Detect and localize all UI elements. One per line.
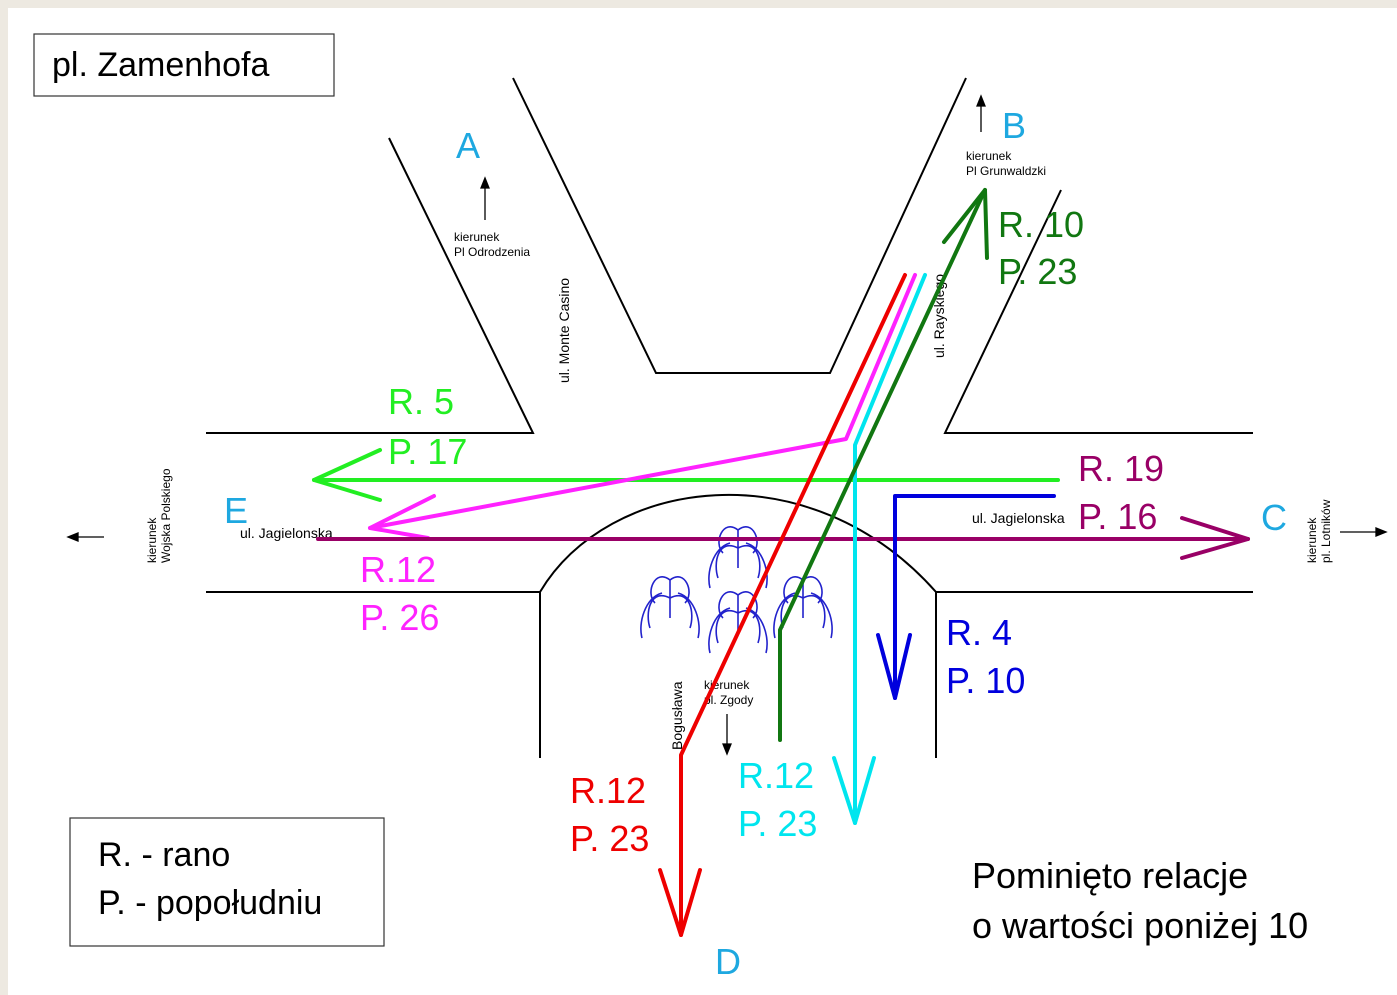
direction-arrows [66,94,1388,756]
flow-label-d-b-p: P. 23 [998,251,1077,292]
flow-label-b-d-red-r: R.12 [570,770,646,811]
legend-box: R. - rano P. - popołudniu [69,817,385,947]
street-boguslawa: Bogusława [669,681,685,750]
note-line-1: Pominięto relacje [972,855,1248,896]
caption-e-target: Wojska Polskiego [159,468,173,563]
tree [708,526,768,589]
flow-label-c-d-p: P. 10 [946,660,1025,701]
caption-e-kierunek: kierunek [145,517,159,563]
caption-b-target: Pl Grunwaldzki [966,164,1046,178]
road-outlines [206,77,1253,758]
flow-arrow-b-e [368,273,917,540]
tree [708,591,768,654]
flow-label-c-e-r: R. 5 [388,381,454,422]
road-edge-north [512,77,967,374]
arrow-west-e-head [66,532,79,542]
flow-label-e-c-p: P. 16 [1078,496,1157,537]
diagram-title: pl. Zamenhofa [52,46,269,84]
note-line-2: o wartości poniżej 10 [972,905,1308,946]
flow-label-b-e-r: R.12 [360,549,436,590]
caption-c-target: pl. Lotników [1319,499,1333,563]
legend-r: R. - rano [98,836,230,874]
flow-label-b-d-cyan-r: R.12 [738,755,814,796]
flow-labels: R. 5 P. 17 R.12 P. 26 R. 19 P. 16 R. 4 P… [360,204,1164,859]
flow-label-c-d-r: R. 4 [946,612,1012,653]
street-names: ul. Monte Casino ul. Rayskiego ul. Jagie… [240,274,1065,750]
flow-arrow-d-b [778,188,989,742]
street-jagielonska-west: ul. Jagielonska [240,525,333,541]
title-box: pl. Zamenhofa [33,33,335,97]
flow-arrow-b-d-red [658,273,907,937]
street-monte-casino: ul. Monte Casino [556,278,572,383]
direction-letters: A B C D E [224,105,1287,982]
flow-arrows [312,188,1250,937]
arrow-north-a-head [480,176,490,189]
tree [773,576,833,639]
intersection-diagram: pl. Zamenhofa A B C D E [8,8,1397,995]
flow-arrow-c-d [876,494,1056,700]
flow-label-d-b-r: R. 10 [998,204,1084,245]
flow-label-b-d-red-p: P. 23 [570,818,649,859]
road-island-arc [539,493,937,593]
flow-arrow-c-e [312,448,1060,502]
road-edge-nw [206,137,535,434]
direction-captions: kierunek Pl Odrodzenia kierunek Pl Grunw… [145,149,1333,707]
direction-letter-c: C [1261,497,1287,538]
caption-a-target: Pl Odrodzenia [454,245,530,259]
street-jagielonska-east: ul. Jagielonska [972,510,1065,526]
legend-p: P. - popołudniu [98,884,322,922]
diagram-svg: pl. Zamenhofa A B C D E [33,33,1388,982]
flow-label-b-d-cyan-p: P. 23 [738,803,817,844]
arrow-south-d-head [722,743,732,756]
flow-label-e-c-r: R. 19 [1078,448,1164,489]
omission-note: Pominięto relacje o wartości poniżej 10 [972,855,1308,946]
flow-label-c-e-p: P. 17 [388,431,467,472]
direction-letter-b: B [1002,105,1026,146]
direction-letter-e: E [224,490,248,531]
flow-arrow-b-d-cyan [832,273,927,825]
flow-label-b-e-p: P. 26 [360,597,439,638]
arrow-north-b-head [976,94,986,107]
arrow-east-c-head [1375,527,1388,537]
caption-b-kierunek: kierunek [966,149,1012,163]
tree [640,576,700,639]
caption-a-kierunek: kierunek [454,230,500,244]
road-edge-ne [943,189,1253,434]
caption-d-target: pl. Zgody [704,693,753,707]
direction-letter-a: A [456,125,480,166]
trees [640,526,833,654]
direction-letter-d: D [715,941,741,982]
caption-c-kierunek: kierunek [1305,517,1319,563]
